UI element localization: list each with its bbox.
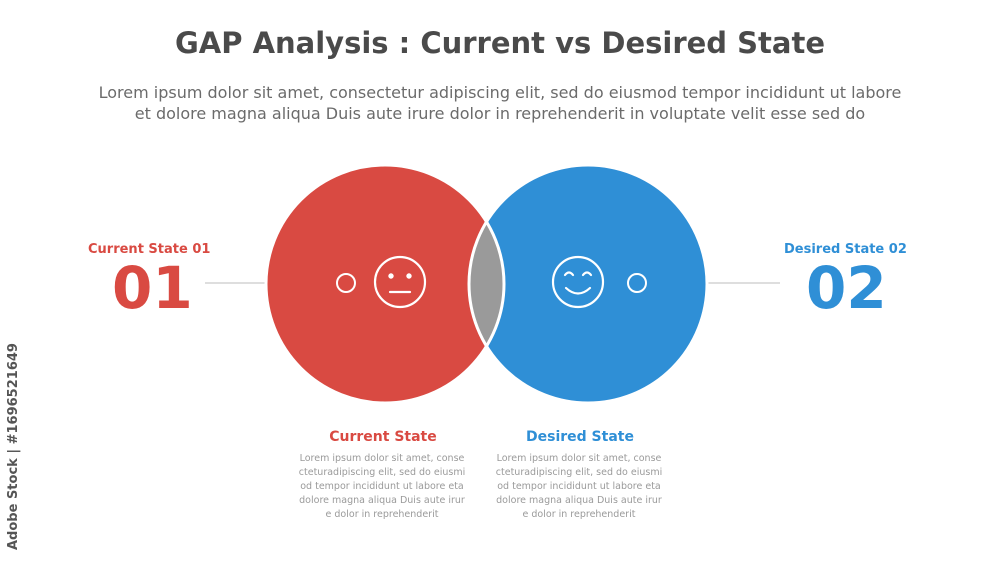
right-connector-dot [627,273,647,293]
current-circle-outline [264,163,506,405]
caption-line: Lorem ipsum dolor sit amet, conse [299,453,465,464]
page-subtitle: Lorem ipsum dolor sit amet, consectetur … [40,82,960,124]
current-state-label: Current State 01 [88,242,211,257]
page-title: GAP Analysis : Current vs Desired State [174,26,826,60]
desired-circle-outline [467,163,709,405]
caption-line: cteturadipiscing elit, sed do eiusmi [298,467,466,478]
desired-state-label: Desired State 02 [784,242,907,257]
current-state-circle [266,165,504,403]
subtitle-line-2: et dolore magna aliqua Duis aute irure d… [134,104,866,123]
smiley-face-icon [551,255,605,309]
current-state-caption-title: Current State [329,429,437,445]
desired-state-caption-title: Desired State [526,429,634,445]
caption-line: od tempor incididunt ut labore eta [300,481,464,492]
current-state-caption-body: Lorem ipsum dolor sit amet, conse ctetur… [293,452,471,522]
caption-line: od tempor incididunt ut labore eta [497,481,661,492]
caption-line: dolore magna aliqua Duis aute irur [299,495,465,506]
neutral-face-icon [373,255,427,309]
caption-line: e dolor in reprehenderit [522,509,636,520]
subtitle-line-1: Lorem ipsum dolor sit amet, consectetur … [98,83,902,102]
desired-state-caption-body: Lorem ipsum dolor sit amet, conse ctetur… [490,452,668,522]
stock-watermark: Adobe Stock | #1696521649 [6,343,21,550]
caption-line: dolore magna aliqua Duis aute irur [496,495,662,506]
desired-state-number: 02 [806,254,887,322]
caption-line: Lorem ipsum dolor sit amet, conse [496,453,662,464]
current-state-number: 01 [112,254,193,322]
left-connector-dot [336,273,356,293]
caption-line: cteturadipiscing elit, sed do eiusmi [495,467,663,478]
desired-state-circle [469,165,707,403]
caption-line: e dolor in reprehenderit [325,509,439,520]
